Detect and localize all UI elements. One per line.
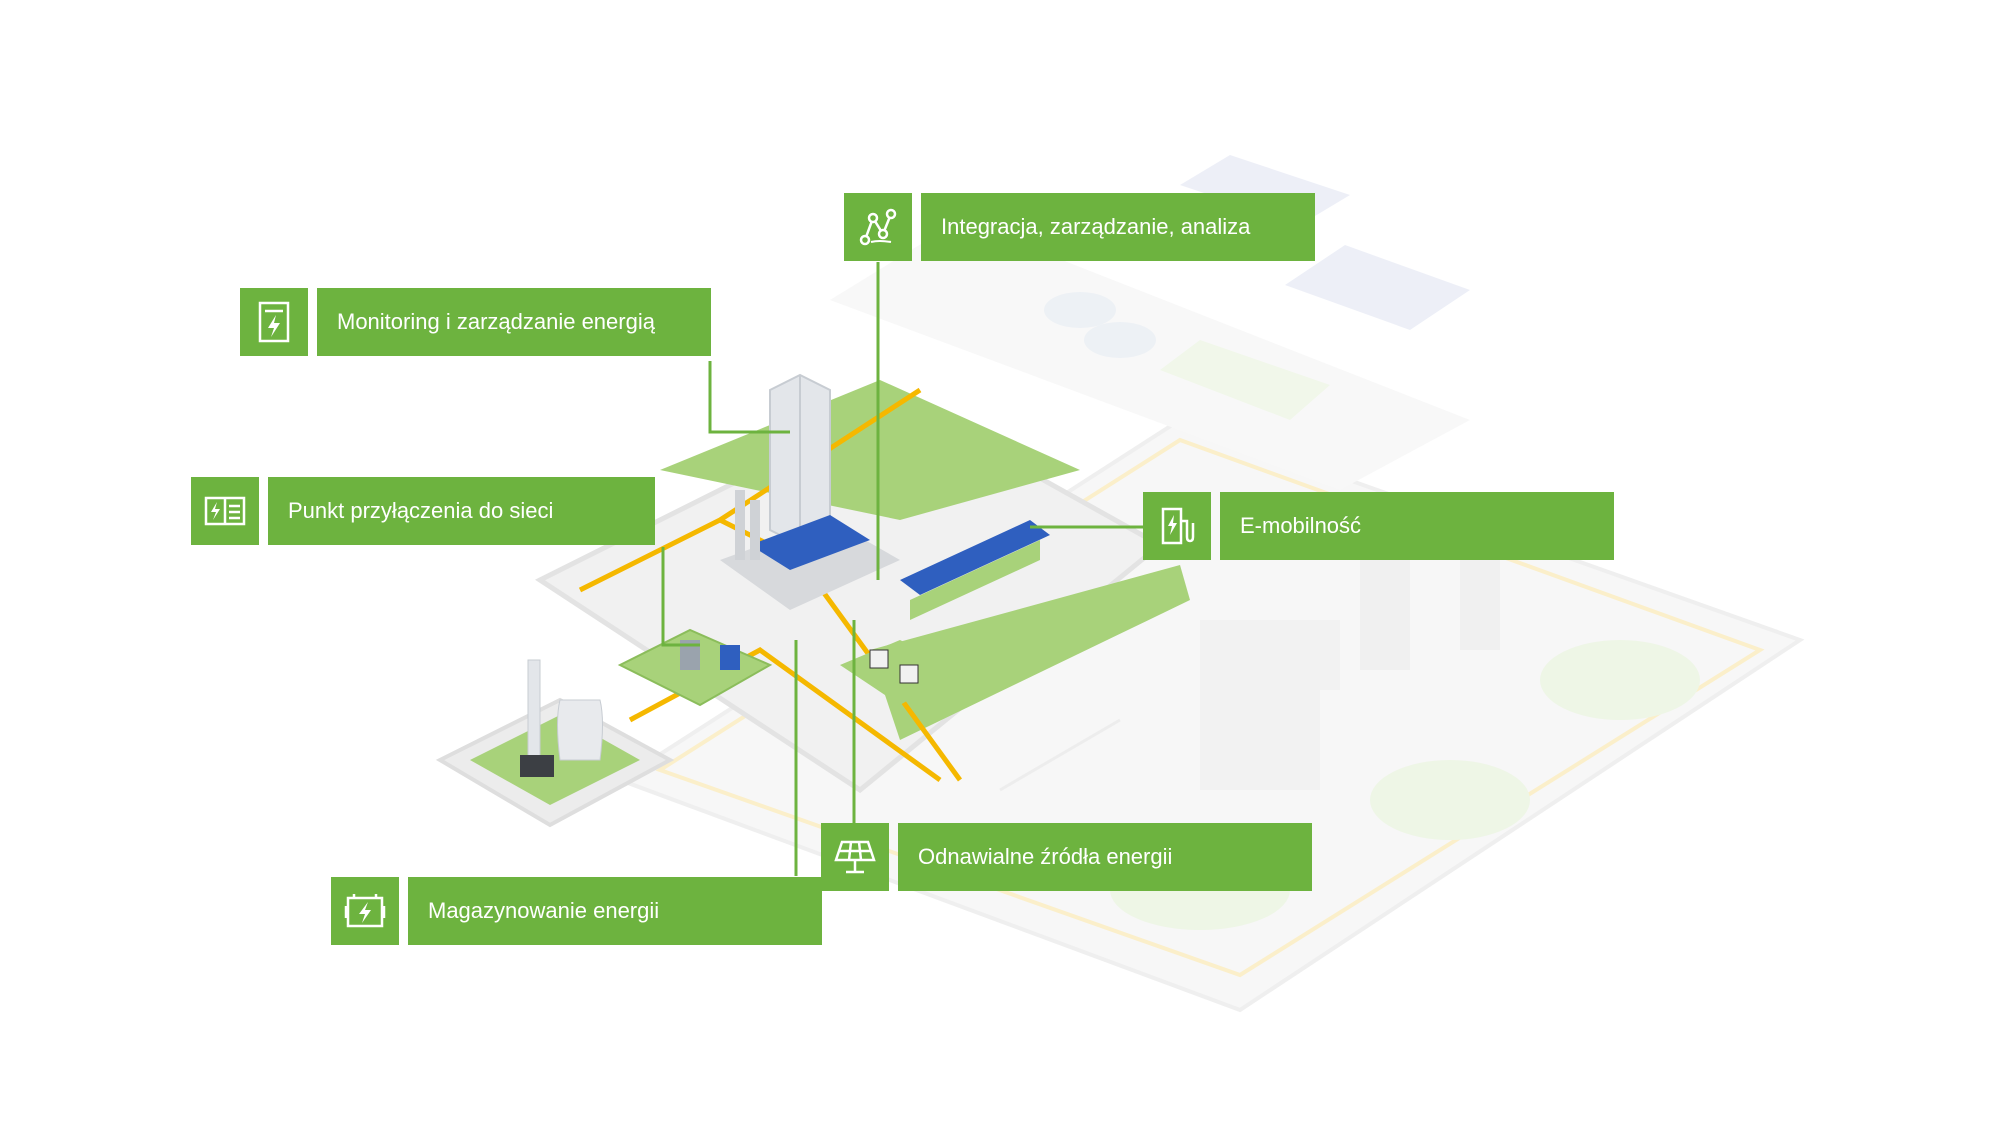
residential-houses — [840, 640, 960, 705]
callout-emobility-label: E-mobilność — [1220, 492, 1614, 560]
callout-grid-connection[interactable]: Punkt przyłączenia do sieci — [191, 477, 655, 545]
callout-integration[interactable]: Integracja, zarządzanie, analiza — [844, 193, 1315, 261]
battery-bolt-icon — [331, 877, 399, 945]
callout-storage[interactable]: Magazynowanie energii — [331, 877, 822, 945]
callout-storage-label: Magazynowanie energii — [408, 877, 822, 945]
callout-monitoring-label: Monitoring i zarządzanie energią — [317, 288, 711, 356]
callout-monitoring[interactable]: Monitoring i zarządzanie energią — [240, 288, 711, 356]
meter-bolt-icon — [240, 288, 308, 356]
callout-integration-label: Integracja, zarządzanie, analiza — [921, 193, 1315, 261]
callout-renewables-label: Odnawialne źródła energii — [898, 823, 1312, 891]
callout-emobility[interactable]: E-mobilność — [1143, 492, 1614, 560]
analytics-network-icon — [844, 193, 912, 261]
callout-connectors — [661, 262, 1148, 876]
callout-renewables[interactable]: Odnawialne źródła energii — [821, 823, 1312, 891]
substation — [617, 628, 773, 707]
callout-grid-connection-label: Punkt przyłączenia do sieci — [268, 477, 655, 545]
solar-panel-icon — [821, 823, 889, 891]
ev-parking-canopies — [900, 520, 1050, 620]
ev-charger-icon — [1143, 492, 1211, 560]
power-plant-island — [435, 659, 675, 828]
factory-building — [720, 490, 900, 610]
grid-connection-icon — [191, 477, 259, 545]
